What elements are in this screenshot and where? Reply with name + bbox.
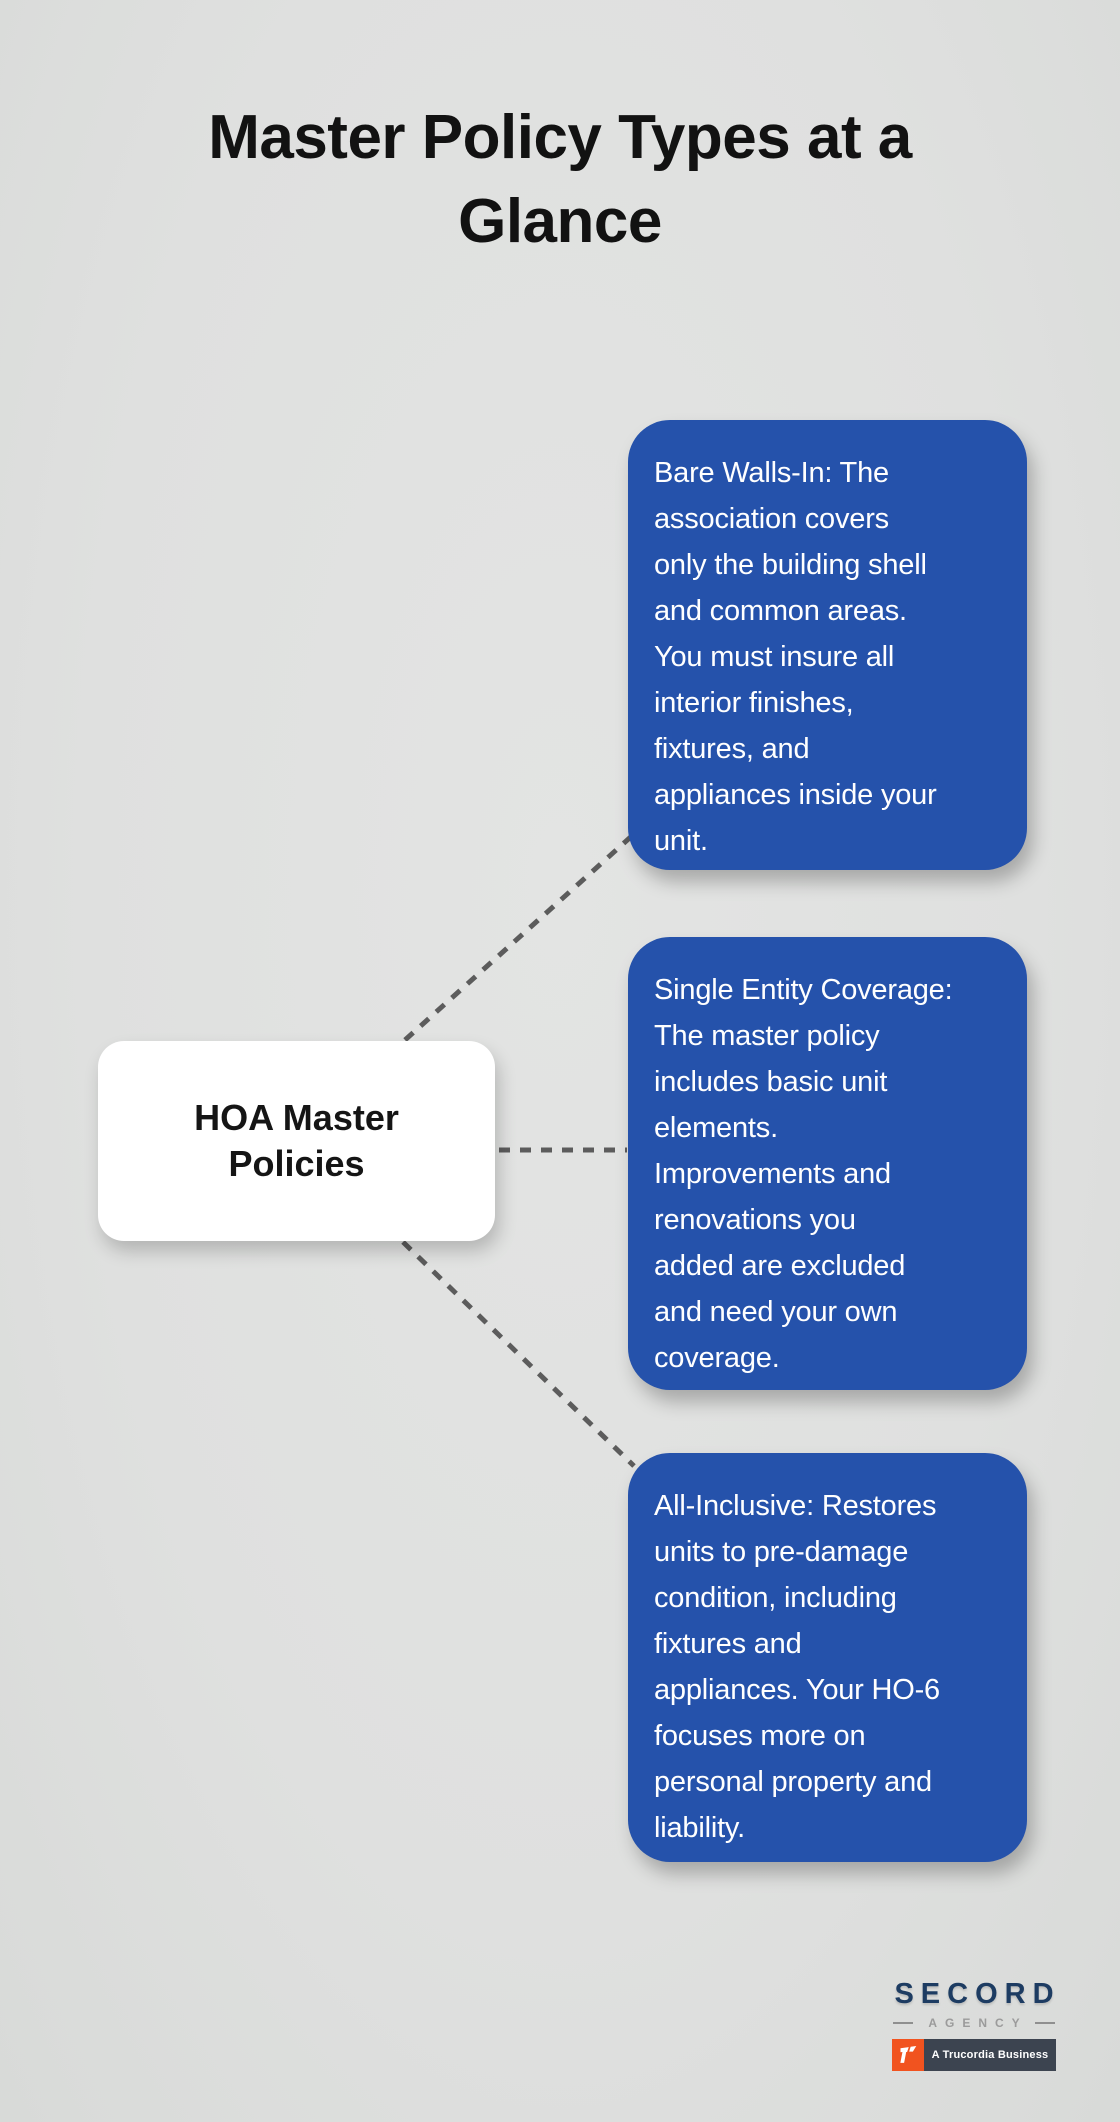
page-title: Master Policy Types at a Glance: [0, 96, 1120, 264]
branch-card-single-entity: Single Entity Coverage: The master polic…: [628, 937, 1027, 1390]
divider-dash-left: [893, 2022, 914, 2024]
agency-subtitle: AGENCY: [928, 2016, 1028, 2030]
center-node-label: HOA Master Policies: [194, 1097, 399, 1184]
branch-text-all-inclusive: All-Inclusive: Restores units to pre-dam…: [654, 1490, 940, 1844]
branch-card-all-inclusive: All-Inclusive: Restores units to pre-dam…: [628, 1453, 1027, 1862]
branch-card-bare-walls-in: Bare Walls-In: The association covers on…: [628, 420, 1027, 870]
trucordia-badge: A Trucordia Business: [891, 2039, 1057, 2071]
agency-row: AGENCY: [893, 2016, 1055, 2030]
trucordia-badge-label: A Trucordia Business: [923, 2039, 1057, 2071]
secord-agency-logo: SECORD AGENCY A Trucordia Business: [884, 1978, 1064, 2071]
trucordia-t-icon: [891, 2039, 924, 2071]
node-hoa-master-policies: HOA Master Policies: [98, 1041, 495, 1241]
secord-wordmark: SECORD: [894, 1978, 1061, 2010]
connector-line-bottom: [401, 1240, 636, 1468]
connector-line-top: [403, 832, 636, 1042]
divider-dash-right: [1034, 2022, 1055, 2024]
branch-text-single-entity: Single Entity Coverage: The master polic…: [654, 974, 953, 1374]
branch-text-bare-walls-in: Bare Walls-In: The association covers on…: [654, 457, 937, 857]
page-title-text: Master Policy Types at a Glance: [208, 103, 912, 256]
